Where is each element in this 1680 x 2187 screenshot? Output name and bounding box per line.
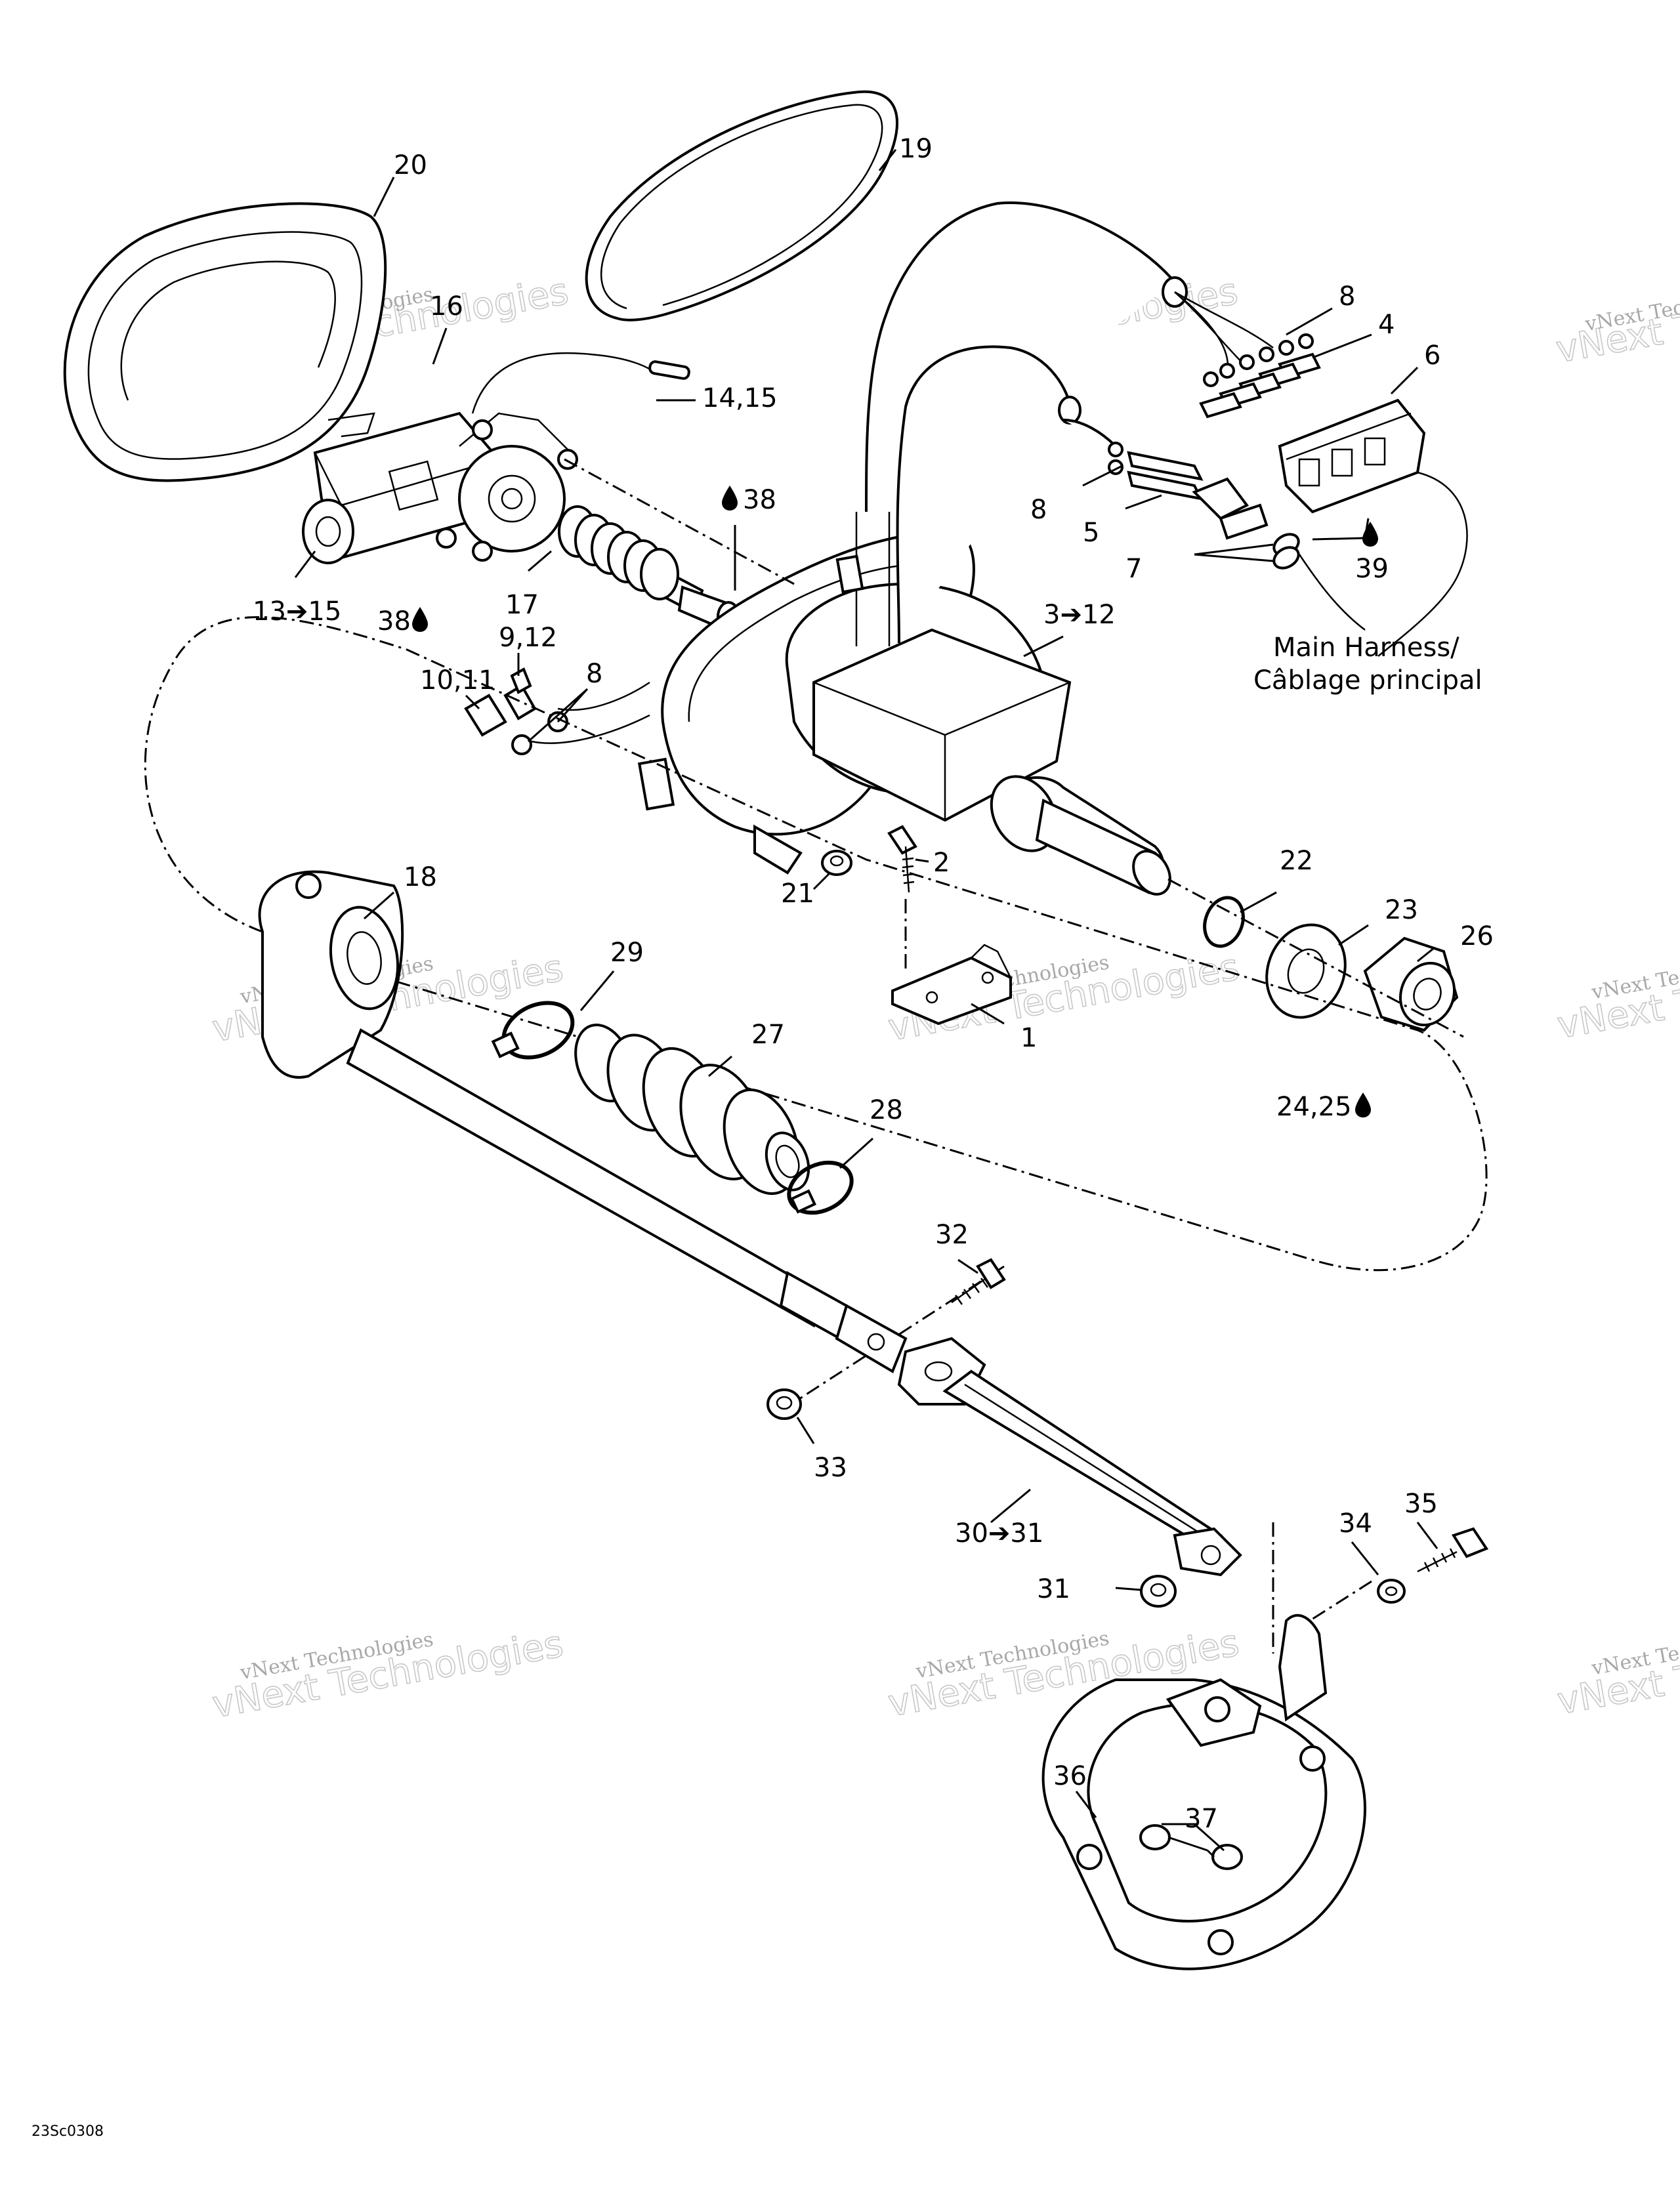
harness-label-line1: Main Harness/ [1273,633,1460,663]
callout-35: 35 [1404,1489,1438,1519]
callout-3-12: 3➔12 [1043,600,1116,630]
oil-drop-icon [1355,1093,1371,1117]
part-36-ring [1041,1614,1366,1970]
callout-26: 26 [1460,921,1494,951]
callout-19: 19 [899,134,933,164]
callout-21: 21 [781,879,814,909]
part-1-bracket [891,944,1012,1026]
part-20-cover [63,202,387,482]
callout-13-15: 13➔15 [253,596,341,627]
callout-39: 39 [1355,522,1389,584]
callout-1: 1 [1020,1023,1037,1053]
callout-36: 36 [1053,1761,1087,1791]
part-23-washer [1265,923,1347,1019]
part-27-boot [574,1023,810,1196]
callout-27: 27 [751,1020,785,1050]
drawing-code: 23Sc0308 [32,2123,104,2140]
callout-6: 6 [1424,341,1440,371]
svg-text:39: 39 [1355,554,1389,584]
part-32-bolt [951,1258,1006,1305]
oil-drop-icon [722,486,738,510]
callout-38-top: 38 [722,485,776,515]
callout-9-12: 9,12 [499,623,557,653]
callout-31: 31 [1037,1574,1070,1604]
part-35-bolt [1417,1527,1489,1573]
callout-23: 23 [1385,895,1418,925]
axis-line-links [780,1265,1005,1412]
harness-label-line2: Câblage principal [1253,665,1482,696]
svg-text:38: 38 [743,485,776,515]
connector-parts [1062,291,1468,657]
part-29-clamp [491,1001,575,1060]
callout-8-top: 8 [1339,281,1355,312]
callout-18: 18 [404,862,437,892]
callout-2: 2 [933,848,950,878]
callout-34: 34 [1339,1509,1372,1539]
part-26-nut [1363,936,1459,1032]
callout-30-31: 30➔31 [955,1518,1043,1549]
callout-10-11: 10,11 [420,665,495,696]
part-21-nut [821,850,852,876]
part-18-tube [258,870,908,1373]
callout-29: 29 [610,938,644,968]
axis-line-bolt [1299,1580,1372,1629]
callout-24-25: 24,25 [1276,1092,1371,1122]
callout-8-left: 8 [586,659,602,689]
part-17-worm-gear [558,505,740,633]
part-30-31-link-rod [897,1337,1242,1577]
callout-37: 37 [1185,1804,1218,1834]
callout-14-15: 14,15 [702,383,778,413]
leader-lines [294,149,1438,1858]
callout-5: 5 [1083,518,1099,548]
part-28-clamp [787,1160,854,1215]
axis-line-motor [564,458,795,585]
part-34-washer [1377,1579,1406,1604]
callout-17: 17 [505,590,539,620]
callout-32: 32 [935,1220,969,1250]
callout-28: 28 [870,1095,903,1125]
svg-text:38: 38 [377,606,411,636]
callout-38-bottom: 38 [377,606,428,636]
part-22-o-ring [1203,896,1245,948]
callout-22: 22 [1280,846,1313,876]
axis-line-nut [1167,878,1464,1038]
part-33-nut [766,1388,802,1420]
part-3-12-housing [531,201,1188,896]
assembly-path-loop [144,615,1488,1272]
callout-7: 7 [1125,554,1142,584]
callout-labels: 20 16 19 8 4 6 14,15 38 8 5 7 39 13➔15 3… [32,134,1494,2140]
oil-drop-icon [1362,522,1378,547]
oil-drop-icon [412,607,428,632]
callout-8-mid: 8 [1030,495,1047,525]
callout-16: 16 [430,291,463,322]
part-2-screw [887,825,917,893]
part-19-belt [585,90,898,322]
callout-33: 33 [814,1453,847,1483]
callout-20: 20 [394,150,427,180]
svg-text:24,25: 24,25 [1276,1092,1352,1122]
part-31-nut [1140,1575,1177,1608]
callout-4: 4 [1378,310,1395,340]
